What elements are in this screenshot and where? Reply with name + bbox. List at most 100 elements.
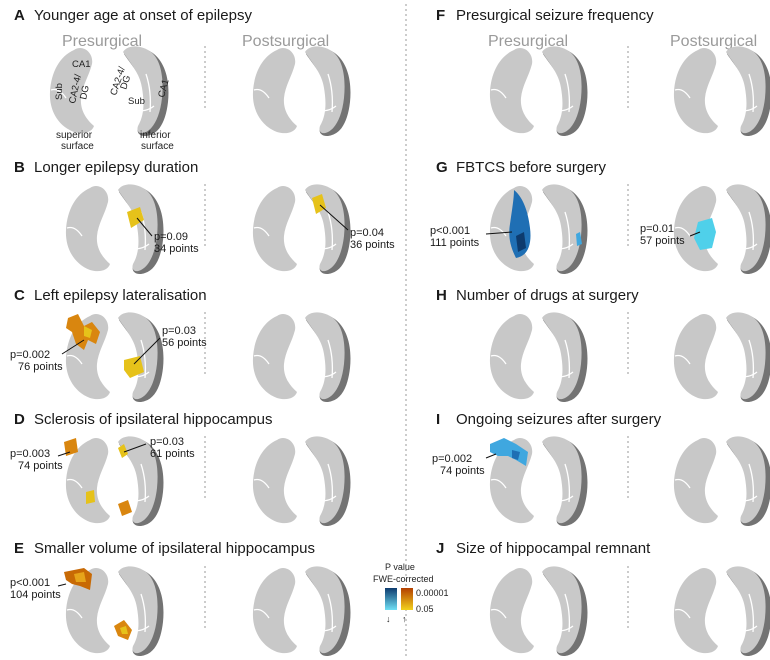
annotation-points: 34 points: [154, 243, 199, 255]
hippocampus-superior: [252, 47, 298, 134]
legend-title: P value: [385, 562, 415, 572]
annotation-leader: [485, 453, 497, 459]
panel-c: C Left epilepsy lateralisation p=0.002 7…: [10, 287, 352, 403]
legend-blue-scale: [385, 588, 397, 610]
annotation-leader: [133, 337, 161, 365]
panel-h: H Number of drugs at surgery: [436, 287, 770, 403]
hippocampus-inferior: [304, 311, 352, 403]
header-presurgical: Presurgical: [488, 33, 568, 50]
panel-letter: F: [436, 7, 445, 24]
panel-a: A Younger age at onset of epilepsy Presu…: [14, 7, 352, 152]
annotation-p: p<0.001: [430, 225, 470, 237]
annotation-points: 76 points: [18, 361, 63, 373]
label-surface: surface: [141, 141, 174, 152]
panel-title: FBTCS before surgery: [456, 159, 607, 176]
panel-title: Presurgical seizure frequency: [456, 7, 654, 24]
cluster-orange: [66, 314, 100, 350]
annotation-leader: [57, 451, 71, 457]
hippocampus-superior: [673, 437, 719, 524]
panel-letter: C: [14, 287, 25, 304]
cluster-orange: [74, 572, 86, 582]
annotation-p: p=0.002: [10, 349, 50, 361]
label-superior: superior: [56, 130, 93, 141]
panel-title: Smaller volume of ipsilateral hippocampu…: [34, 540, 315, 557]
annotation-points: 57 points: [640, 235, 685, 247]
annotation-leader: [61, 339, 85, 355]
annotation-leader: [689, 231, 701, 237]
cluster-blue: [509, 190, 531, 258]
cluster-yellow: [120, 626, 128, 634]
hippocampus-inferior: [725, 435, 770, 527]
legend-subtitle: FWE-corrected: [373, 574, 434, 584]
cluster-light-blue: [576, 232, 582, 246]
panel-letter: B: [14, 159, 25, 176]
annotation-points: 74 points: [18, 460, 63, 472]
hippocampus-inferior: [304, 183, 352, 275]
hippocampus-inferior: [117, 565, 165, 657]
panel-title: Younger age at onset of epilepsy: [34, 7, 252, 24]
panel-letter: G: [436, 159, 448, 176]
hippocampus-superior: [489, 47, 535, 134]
annotation-points: 36 points: [350, 239, 395, 251]
legend-top-value: 0.00001: [416, 588, 449, 598]
hippocampus-inferior: [117, 183, 165, 275]
hippocampus-inferior: [541, 45, 589, 137]
panel-letter: E: [14, 540, 24, 557]
panel-letter: D: [14, 411, 25, 428]
cluster-yellow: [312, 194, 326, 214]
legend-up-arrow: ↑: [402, 614, 407, 624]
panel-title: Sclerosis of ipsilateral hippocampus: [34, 411, 272, 428]
header-postsurgical: Postsurgical: [242, 33, 329, 50]
cluster-yellow: [118, 444, 128, 458]
annotation-p: p=0.09: [154, 231, 188, 243]
cluster-dark-blue: [516, 232, 526, 252]
hippocampus-superior: [252, 313, 298, 400]
annotation-p: p=0.03: [162, 325, 196, 337]
panel-letter: H: [436, 287, 447, 304]
cluster-orange: [118, 500, 132, 516]
annotation-p: p=0.003: [10, 448, 50, 460]
panel-b: B Longer epilepsy duration p=0.09 34 poi…: [14, 159, 395, 275]
hippocampus-superior: [489, 567, 535, 654]
annotation-p: p<0.001: [10, 577, 50, 589]
hippocampus-inferior: [304, 45, 352, 137]
panel-f: F Presurgical seizure frequency Presurgi…: [436, 7, 770, 137]
hippocampus-inferior: [725, 45, 770, 137]
annotation-leader: [319, 204, 349, 231]
panel-j: J Size of hippocampal remnant: [436, 540, 770, 657]
cluster-yellow: [127, 207, 144, 228]
cluster-cyan: [694, 218, 716, 250]
hippocampus-superior: [673, 313, 719, 400]
panel-letter: J: [436, 540, 444, 557]
legend-orange-scale: [401, 588, 413, 610]
cluster-yellow: [84, 326, 92, 338]
hippocampus-superior: [489, 313, 535, 400]
cluster-light-blue: [490, 438, 528, 466]
panel-title: Ongoing seizures after surgery: [456, 411, 662, 428]
hippocampus-superior: [673, 47, 719, 134]
label-dg: DG: [118, 74, 133, 91]
annotation-p: p=0.01: [640, 223, 674, 235]
cluster-yellow: [86, 490, 95, 504]
cluster-blue: [512, 450, 520, 460]
annotation-leader: [485, 231, 513, 235]
annotation-leader: [136, 217, 153, 237]
label-sub: Sub: [128, 96, 145, 107]
legend-bottom-value: 0.05: [416, 604, 434, 614]
hippocampus-superior: [65, 185, 111, 272]
panel-title: Left epilepsy lateralisation: [34, 287, 207, 304]
hippocampus-inferior: [304, 565, 352, 657]
header-postsurgical: Postsurgical: [670, 33, 757, 50]
annotation-p: p=0.04: [350, 227, 384, 239]
hippocampus-inferior: [725, 183, 770, 275]
annotation-leader: [57, 583, 67, 587]
panel-title: Longer epilepsy duration: [34, 159, 198, 176]
annotation-points: 104 points: [10, 589, 61, 601]
annotation-p: p=0.03: [150, 436, 184, 448]
panel-g: G FBTCS before surgery p<0.001 111 point…: [430, 159, 770, 275]
hippocampus-superior: [673, 567, 719, 654]
panel-title: Size of hippocampal remnant: [456, 540, 651, 557]
hippocampus-superior: [252, 437, 298, 524]
cluster-orange: [64, 438, 78, 456]
